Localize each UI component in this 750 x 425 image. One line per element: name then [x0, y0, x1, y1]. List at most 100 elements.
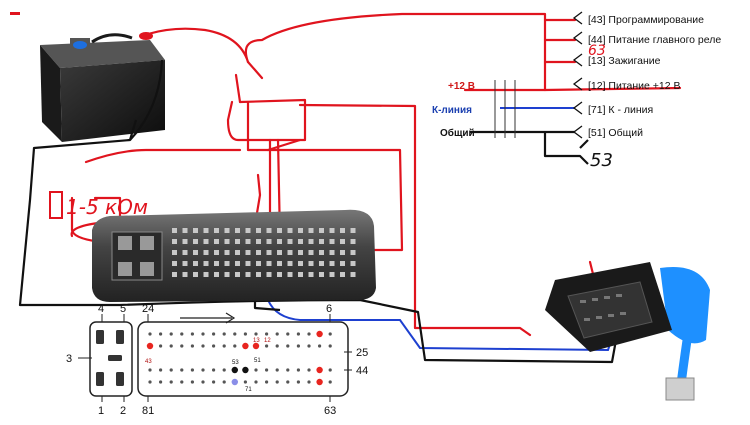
ecu-pin: [193, 228, 198, 233]
ecu-pin: [298, 250, 303, 255]
pinout-pin: [307, 332, 311, 336]
ecu-pin: [214, 250, 219, 255]
ecu-pin: [277, 228, 282, 233]
pinout-pin: [231, 366, 238, 374]
pin-number-44: 44: [356, 365, 368, 377]
ecu-pin: [298, 239, 303, 244]
legend-row-12: [12] Питание +12 В: [588, 80, 681, 92]
pinout-pin: [201, 368, 205, 372]
pin-number-25: 25: [356, 347, 368, 359]
ecu-pin: [266, 239, 272, 244]
ecu-pin: [329, 250, 335, 255]
usb-plug: [665, 377, 695, 401]
pinout-pin: [316, 330, 323, 338]
pin-label-43: 43: [145, 359, 152, 365]
ecu-pin: [172, 228, 177, 233]
pinout-pin: [201, 380, 205, 384]
pinout-pin: [252, 342, 260, 350]
pin-number-5: 5: [120, 303, 126, 315]
ecu-pin: [256, 250, 261, 255]
battery-image: [40, 32, 165, 142]
ecu-pin: [172, 261, 177, 266]
pinout-pin: [275, 368, 279, 372]
ecu-pin: [350, 228, 356, 233]
ecu-pin: [235, 239, 240, 244]
ecu-connector-image: [92, 209, 376, 302]
ecu-pin: [245, 250, 251, 255]
handwritten-53: 53: [590, 150, 613, 171]
negative-terminal: [73, 41, 87, 49]
ecu-pin: [308, 250, 314, 255]
pin-label-53: 53: [232, 360, 239, 366]
ecu-pin: [350, 272, 356, 277]
ecu-pin: [256, 228, 261, 233]
ecu-pin: [203, 272, 209, 277]
ecu-pin: [224, 261, 230, 266]
ecu-pin: [277, 239, 282, 244]
label-kline: К-линия: [432, 105, 472, 116]
pinout-pin: [180, 344, 184, 348]
ecu-pin: [287, 272, 293, 277]
ecu-pin: [298, 228, 303, 233]
pinout-pin: [328, 368, 332, 372]
ecu-pin: [256, 239, 261, 244]
pinout-pin: [265, 344, 269, 348]
ecu-pin: [245, 261, 251, 266]
pinout-pin: [190, 332, 194, 336]
ecu-pin: [235, 250, 240, 255]
ecu-pin: [182, 228, 188, 233]
pinout-pin: [201, 344, 205, 348]
pinout-pin: [169, 344, 173, 348]
pinout-pin: [286, 368, 290, 372]
corner-mark: [10, 12, 20, 15]
pinout-pin: [307, 344, 311, 348]
ecu-pin: [329, 228, 335, 233]
pinout-pin: [254, 368, 258, 372]
ecu-pin: [287, 239, 293, 244]
ecu-pin: [277, 261, 282, 266]
pinout-pin: [275, 344, 279, 348]
ecu-pin: [203, 261, 209, 266]
ecu-pin-grid: [172, 228, 356, 277]
ecu-pin: [308, 228, 314, 233]
pinout-pin: [159, 344, 163, 348]
ecu-pin: [224, 228, 230, 233]
pinout-pin: [190, 380, 194, 384]
pinout-pin: [222, 368, 226, 372]
ecu-pin: [193, 239, 198, 244]
handwritten-63: 63: [588, 43, 606, 59]
ecu-pin: [214, 228, 219, 233]
ecu-pin: [277, 250, 282, 255]
ecu-pin: [319, 272, 324, 277]
pinout-pin: [243, 332, 247, 336]
ecu-pin: [340, 228, 345, 233]
ecu-pin: [266, 250, 272, 255]
ecu-pin: [172, 250, 177, 255]
obd-cable-image: [545, 262, 710, 401]
pinout-pin: [296, 344, 300, 348]
ecu-pin: [329, 261, 335, 266]
legend-row-44: [44] Питание главного реле: [588, 34, 721, 46]
pinout-pin: [316, 378, 323, 386]
ecu-pin: [193, 272, 198, 277]
ecu-pin: [287, 261, 293, 266]
ecu-pin: [235, 272, 240, 277]
pinout-pin: [307, 368, 311, 372]
ecu-pin: [350, 261, 356, 266]
label-ground: Общий: [440, 127, 475, 139]
ecu-pin: [203, 250, 209, 255]
pinout-pin: [233, 332, 237, 336]
pin-number-63: 63: [324, 405, 336, 417]
pin-label-12: 12: [264, 338, 271, 344]
ecu-pin: [193, 250, 198, 255]
ecu-pin: [340, 272, 345, 277]
ecu-pin: [224, 239, 230, 244]
ecu-pin: [266, 261, 272, 266]
ecu-pin: [214, 239, 219, 244]
pinout-pin: [190, 344, 194, 348]
legend-bus: [494, 80, 516, 138]
ecu-pin: [266, 272, 272, 277]
ecu-pin: [172, 272, 177, 277]
ecu-pin: [350, 239, 356, 244]
